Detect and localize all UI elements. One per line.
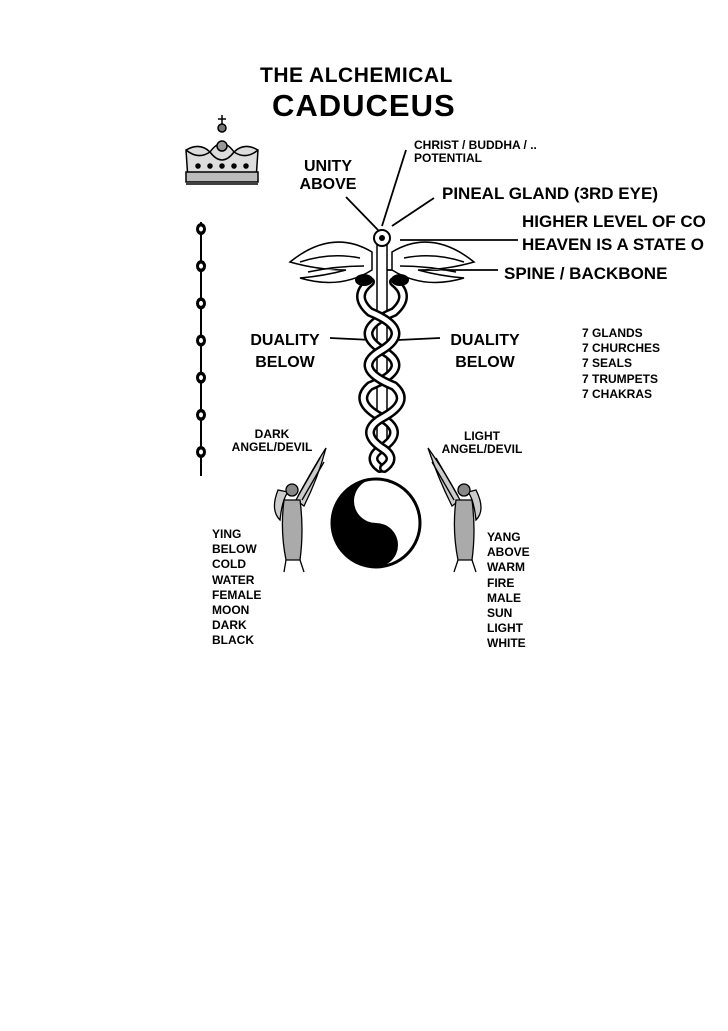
unity-above-label: UNITY ABOVE [292,158,364,194]
list-item: YING [212,527,242,541]
light-angel-label: LIGHT ANGEL/DEVIL [432,430,532,456]
dark-angel-label: DARK ANGEL/DEVIL [222,428,322,454]
dark-angel-line2: ANGEL/DEVIL [231,440,313,454]
higher-level-line2: HEAVEN IS A STATE O [522,235,704,254]
crown-icon [185,115,259,185]
wings-icon [288,241,476,284]
list-item: 7 SEALS [582,356,633,371]
unity-above-line2: ABOVE [299,176,357,193]
duality-right-label: DUALITY BELOW [440,330,530,374]
light-angel-line2: ANGEL/DEVIL [441,442,523,456]
duality-left-line1: DUALITY [250,332,320,349]
christ-buddha-line1: CHRIST / BUDDHA / .. [414,138,537,152]
list-item: WHITE [487,636,526,651]
list-item: WARM [487,560,525,575]
higher-level-line1: HIGHER LEVEL OF CO [522,212,706,231]
list-item: 7 GLANDS [582,326,643,340]
list-item: LIGHT [487,621,523,636]
dark-angel-line1: DARK [254,427,290,441]
chakra-bead-center [199,300,203,306]
spine-label: SPINE / BACKBONE [504,264,668,283]
list-item: ABOVE [487,545,530,560]
light-angel-line1: LIGHT [464,429,500,443]
list-item: FEMALE [212,587,262,602]
list-item: BLACK [212,633,254,648]
list-item: WATER [212,572,255,587]
list-item: COLD [212,557,246,572]
list-item: DARK [212,618,247,633]
pineal-gland-label: PINEAL GLAND (3RD EYE) [442,184,658,203]
higher-level-label: HIGHER LEVEL OF CO HEAVEN IS A STATE O [522,210,706,256]
ying-list: YING BELOW COLD WATER FEMALE MOON DARK B… [212,527,261,649]
list-item: MALE [487,590,521,605]
chakra-bead-center [199,375,203,381]
christ-buddha-label: CHRIST / BUDDHA / .. POTENTIAL [414,139,537,165]
diagram-title-line1: THE ALCHEMICAL [260,64,453,87]
yin-yang-icon [330,477,422,569]
list-item: 7 CHAKRAS [582,386,653,401]
dark-angel-icon [273,447,327,573]
diagram-title-line2: CADUCEUS [272,88,456,123]
list-item: 7 TRUMPETS [582,371,659,386]
list-item: FIRE [487,575,515,590]
unity-above-line1: UNITY [304,158,352,175]
duality-left-line2: BELOW [255,354,315,371]
chakra-bead-center [199,449,203,455]
chakra-bead-center [199,263,203,269]
seven-list: 7 GLANDS 7 CHURCHES 7 SEALS 7 TRUMPETS 7… [582,326,660,402]
light-angel-icon [427,447,482,573]
duality-right-line2: BELOW [455,354,515,371]
serpents-icon [355,274,409,473]
list-item: SUN [487,606,513,621]
list-item: YANG [487,530,521,544]
yang-list: YANG ABOVE WARM FIRE MALE SUN LIGHT WHIT… [487,530,530,652]
chakra-bead-center [199,226,203,232]
list-item: 7 CHURCHES [582,341,661,356]
christ-buddha-line2: POTENTIAL [414,151,482,165]
duality-right-line1: DUALITY [450,332,520,349]
list-item: BELOW [212,542,257,557]
chakra-chain [196,222,206,476]
list-item: MOON [212,603,250,618]
chakra-bead-center [199,338,203,343]
duality-left-label: DUALITY BELOW [240,330,330,374]
chakra-bead-center [199,412,203,418]
